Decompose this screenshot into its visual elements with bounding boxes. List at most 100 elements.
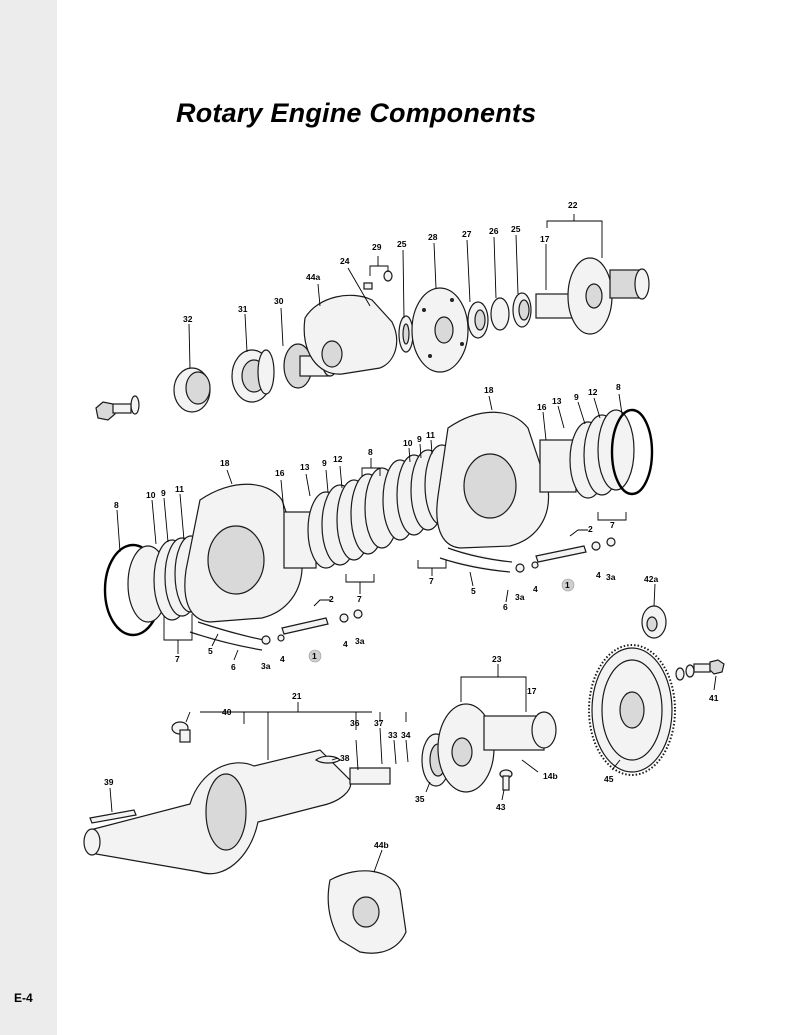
key-38 xyxy=(314,755,341,764)
callout-4: 4 xyxy=(280,654,285,664)
callout-9: 9 xyxy=(161,488,166,498)
eccentric-shaft-21 xyxy=(83,749,391,875)
shaft-22-17 xyxy=(535,257,650,335)
callout-13: 13 xyxy=(300,462,310,472)
callout-2: 2 xyxy=(329,594,334,604)
callout-17: 17 xyxy=(540,234,550,244)
plug-40 xyxy=(171,721,191,743)
rear-ring-stack-16-13-9-12-8 xyxy=(539,408,654,499)
rotor-housing-18-left xyxy=(184,483,303,623)
callout-31: 31 xyxy=(238,304,248,314)
front-bolt xyxy=(95,395,140,421)
callout-7: 7 xyxy=(357,594,362,604)
callout-1: 1 xyxy=(565,580,570,590)
callout-5: 5 xyxy=(471,586,476,596)
callout-4: 4 xyxy=(533,584,538,594)
rear-housing-23-17 xyxy=(437,703,557,793)
callout-3a: 3a xyxy=(355,636,365,646)
counterweight-44b xyxy=(327,870,407,954)
callout-9: 9 xyxy=(417,434,422,444)
callout-7: 7 xyxy=(610,520,615,530)
callout-4: 4 xyxy=(596,570,601,580)
callout-9: 9 xyxy=(322,458,327,468)
callout-8: 8 xyxy=(616,382,621,392)
callout-44a: 44a xyxy=(306,272,320,282)
spacer-27 xyxy=(467,301,489,339)
bearing-26 xyxy=(490,297,510,331)
plate-28 xyxy=(411,287,469,373)
springs-and-washers-3a-4 xyxy=(261,537,616,645)
callout-21: 21 xyxy=(292,691,302,701)
key-39 xyxy=(89,809,137,824)
callout-16: 16 xyxy=(537,402,547,412)
callout-6: 6 xyxy=(231,662,236,672)
callout-34: 34 xyxy=(401,730,411,740)
callout-25: 25 xyxy=(511,224,521,234)
flywheel-45 xyxy=(588,644,676,776)
callout-14b: 14b xyxy=(543,771,558,781)
rotor-housing-18-right xyxy=(436,411,550,549)
callout-36: 36 xyxy=(350,718,360,728)
middle-ring-stack-left xyxy=(283,467,400,569)
callout-22: 22 xyxy=(568,200,578,210)
callout-33: 33 xyxy=(388,730,398,740)
bolt-41-washers xyxy=(675,659,725,681)
seal-42a xyxy=(641,605,667,639)
callout-6: 6 xyxy=(503,602,508,612)
callout-3a: 3a xyxy=(261,661,271,671)
part-1-bubbles xyxy=(308,578,575,663)
counterweight-44a xyxy=(303,294,398,375)
callout-26: 26 xyxy=(489,226,499,236)
seal-housing-31 xyxy=(231,349,275,403)
callout-16: 16 xyxy=(275,468,285,478)
callout-8: 8 xyxy=(114,500,119,510)
needle-bearing-25 xyxy=(512,292,532,328)
page-title: Rotary Engine Components xyxy=(176,98,537,128)
callout-1: 1 xyxy=(312,651,317,661)
callout-42a: 42a xyxy=(644,574,658,584)
callout-2: 2 xyxy=(588,524,593,534)
callout-30: 30 xyxy=(274,296,284,306)
callout-7: 7 xyxy=(175,654,180,664)
callout-12: 12 xyxy=(588,387,598,397)
page-margin-band xyxy=(0,0,57,1035)
callout-11: 11 xyxy=(175,484,184,494)
callout-27: 27 xyxy=(462,229,472,239)
callout-4: 4 xyxy=(343,639,348,649)
callout-17: 17 xyxy=(527,686,537,696)
front-cover-32 xyxy=(173,367,211,413)
apex-seals-2 xyxy=(281,545,587,635)
callout-18: 18 xyxy=(484,385,494,395)
callout-41: 41 xyxy=(709,693,719,703)
callout-40: 40 xyxy=(222,707,232,717)
callout-43: 43 xyxy=(496,802,506,812)
callout-18: 18 xyxy=(220,458,230,468)
bolt-43 xyxy=(499,769,513,791)
bolt-29 xyxy=(363,270,393,290)
leader-lines xyxy=(109,214,717,873)
callout-3a: 3a xyxy=(515,592,525,602)
callout-11: 11 xyxy=(426,430,435,440)
callout-29: 29 xyxy=(372,242,382,252)
callout-10: 10 xyxy=(146,490,156,500)
callout-24: 24 xyxy=(340,256,350,266)
callout-25: 25 xyxy=(397,239,407,249)
callout-7: 7 xyxy=(429,576,434,586)
callout-3a: 3a xyxy=(606,572,616,582)
callout-38: 38 xyxy=(340,753,350,763)
callout-23: 23 xyxy=(492,654,502,664)
callout-44b: 44b xyxy=(374,840,389,850)
callout-32: 32 xyxy=(183,314,193,324)
callout-37: 37 xyxy=(374,718,384,728)
callout-8: 8 xyxy=(368,447,373,457)
callout-5: 5 xyxy=(208,646,213,656)
callout-labels: 22 29 25 28 27 26 25 17 24 44a 32 31 30 … xyxy=(104,200,719,850)
page-number: E-4 xyxy=(14,991,33,1005)
callout-9: 9 xyxy=(574,392,579,402)
seal-strips-5-6 xyxy=(189,547,513,651)
callout-39: 39 xyxy=(104,777,114,787)
callout-12: 12 xyxy=(333,454,343,464)
callout-13: 13 xyxy=(552,396,562,406)
callout-10: 10 xyxy=(403,438,413,448)
